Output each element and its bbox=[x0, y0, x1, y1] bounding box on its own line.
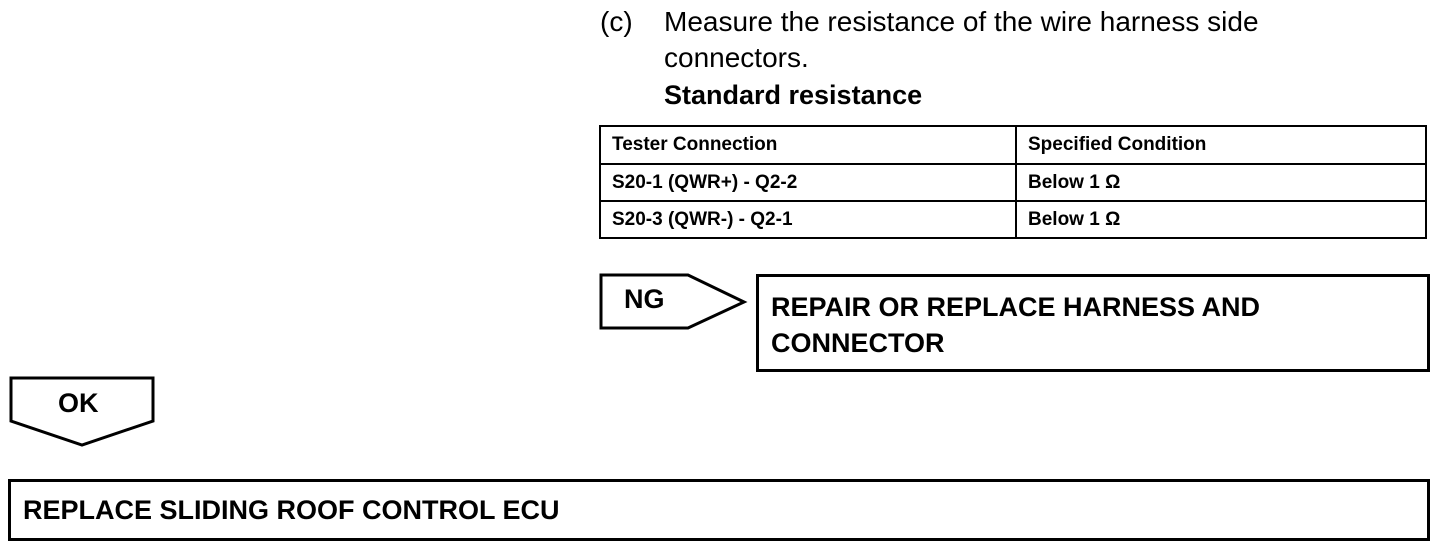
ok-label: OK bbox=[58, 388, 99, 418]
ng-label: NG bbox=[624, 284, 665, 314]
table-row: S20-1 (QWR+) - Q2-2 Below 1 Ω bbox=[599, 163, 1427, 202]
replace-ecu-action-box: REPLACE SLIDING ROOF CONTROL ECU bbox=[8, 479, 1430, 541]
step-instruction: Measure the resistance of the wire harne… bbox=[664, 4, 1404, 76]
replace-ecu-action-text: REPLACE SLIDING ROOF CONTROL ECU bbox=[23, 495, 560, 525]
repair-harness-action-box: REPAIR OR REPLACE HARNESS AND CONNECTOR bbox=[756, 274, 1430, 372]
header-specified-condition: Specified Condition bbox=[1015, 125, 1427, 165]
repair-action-line2: CONNECTOR bbox=[771, 328, 945, 358]
specified-condition-cell: Below 1 Ω bbox=[1015, 200, 1427, 239]
step-marker: (c) bbox=[600, 6, 633, 37]
table-header-row: Tester Connection Specified Condition bbox=[599, 125, 1427, 165]
table-row: S20-3 (QWR-) - Q2-1 Below 1 Ω bbox=[599, 200, 1427, 239]
specified-condition-cell: Below 1 Ω bbox=[1015, 163, 1427, 202]
resistance-spec-table: Tester Connection Specified Condition S2… bbox=[599, 125, 1427, 239]
ng-arrow-icon bbox=[599, 273, 748, 330]
step-instruction-line2: connectors. bbox=[664, 42, 809, 73]
step-instruction-line1: Measure the resistance of the wire harne… bbox=[664, 6, 1259, 37]
standard-resistance-heading: Standard resistance bbox=[664, 80, 923, 110]
tester-connection-cell: S20-1 (QWR+) - Q2-2 bbox=[599, 163, 1017, 202]
repair-action-line1: REPAIR OR REPLACE HARNESS AND bbox=[771, 292, 1261, 322]
header-tester-connection: Tester Connection bbox=[599, 125, 1017, 165]
tester-connection-cell: S20-3 (QWR-) - Q2-1 bbox=[599, 200, 1017, 239]
ok-down-arrow-icon bbox=[9, 376, 155, 447]
